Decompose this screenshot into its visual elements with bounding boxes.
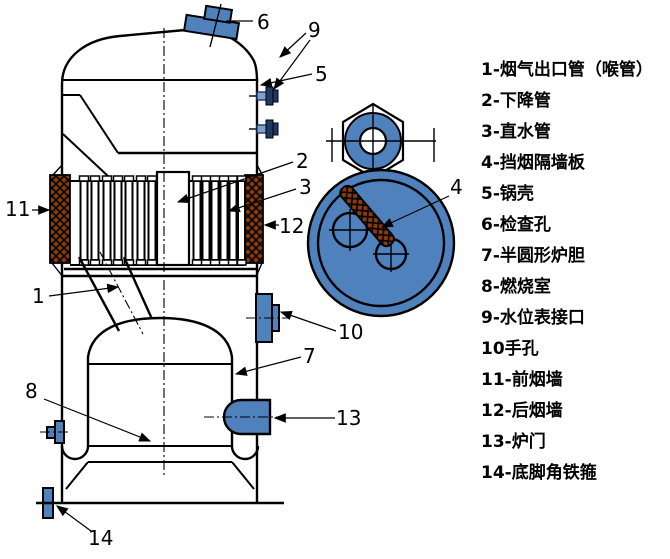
tube-hole-crosshair bbox=[329, 209, 371, 251]
cross-section-detail bbox=[306, 102, 456, 318]
gauge-flange bbox=[265, 119, 274, 139]
right-jacket-bend bbox=[230, 445, 260, 461]
water-tube bbox=[147, 180, 157, 261]
water-tube bbox=[219, 180, 229, 261]
legend-item: 1-烟气出口管（喉管） bbox=[481, 60, 653, 80]
callout-line-1 bbox=[48, 283, 120, 297]
legend-item: 9-水位表接口 bbox=[481, 308, 585, 328]
tube-bottom-caps bbox=[78, 259, 247, 266]
front-smoke-wall bbox=[49, 174, 71, 264]
rear-smoke-wall bbox=[244, 174, 264, 264]
nozzle-crosshair bbox=[326, 103, 436, 180]
flue-outlet-pipe bbox=[77, 256, 154, 332]
skirt-lines bbox=[65, 461, 255, 490]
legend: 1-烟气出口管（喉管） 2-下降管 3-直水管 4-挡烟隔墙板 5-锅壳 6-检… bbox=[481, 55, 653, 489]
callout-label-8: 8 bbox=[25, 379, 38, 403]
legend-item: 14-底脚角铁箍 bbox=[481, 463, 597, 483]
callout-line-2 bbox=[176, 161, 294, 203]
callout-line-3 bbox=[227, 188, 297, 213]
callout-label-12: 12 bbox=[279, 214, 304, 238]
inspection-hole bbox=[182, 3, 241, 48]
legend-item: 7-半圆形炉胆 bbox=[481, 246, 585, 266]
callout-label-3: 3 bbox=[299, 175, 312, 199]
smoke-baffle-plate bbox=[339, 184, 395, 248]
callout-line-14 bbox=[56, 505, 92, 532]
internal-flue-duct bbox=[62, 94, 119, 178]
callout-line-8 bbox=[43, 398, 152, 442]
legend-item: 8-燃烧室 bbox=[481, 277, 551, 297]
left-jacket-bend bbox=[60, 445, 90, 461]
callouts: 1 2 3 4 5 6 7 8 9 10 11 12 13 14 bbox=[5, 10, 463, 550]
water-tube bbox=[113, 180, 123, 261]
boiler-front-view bbox=[36, 3, 289, 519]
callout-label-6: 6 bbox=[257, 10, 270, 34]
water-tube bbox=[228, 180, 238, 261]
callout-label-1: 1 bbox=[32, 284, 45, 308]
water-tube bbox=[79, 180, 89, 261]
furnace-arch bbox=[86, 316, 234, 446]
legend-item: 3-直水管 bbox=[481, 122, 551, 142]
water-tube bbox=[124, 180, 134, 261]
legend-item: 10手孔 bbox=[481, 339, 539, 359]
tube-hole-left bbox=[329, 209, 371, 251]
callout-line-9b bbox=[273, 39, 311, 90]
water-gauge-connection-bottom bbox=[249, 119, 279, 139]
callout-line-10 bbox=[279, 310, 337, 332]
callout-label-14: 14 bbox=[88, 526, 113, 550]
legend-item: 11-前烟墙 bbox=[481, 370, 563, 390]
callout-line-4 bbox=[380, 195, 450, 228]
callout-label-5: 5 bbox=[315, 62, 328, 86]
callout-label-11: 11 bbox=[5, 197, 30, 221]
legend-item: 12-后烟墙 bbox=[481, 401, 563, 421]
gauge-cap bbox=[272, 89, 279, 103]
callout-label-4: 4 bbox=[450, 175, 463, 199]
callout-label-9: 9 bbox=[308, 18, 321, 42]
callout-line-7 bbox=[234, 356, 302, 376]
smoke-baffle-strip bbox=[339, 184, 395, 248]
header-taper-lines bbox=[51, 262, 263, 278]
callout-line-9a bbox=[279, 32, 307, 58]
downcomer-pipe bbox=[155, 170, 191, 267]
callout-label-2: 2 bbox=[296, 149, 309, 173]
water-tube bbox=[210, 180, 220, 261]
inspection-hole-centerline bbox=[209, 3, 222, 48]
water-tube bbox=[136, 180, 146, 261]
callout-line-5 bbox=[259, 73, 313, 88]
callout-label-10: 10 bbox=[338, 320, 363, 344]
legend-item: 4-挡烟隔墙板 bbox=[481, 153, 585, 173]
legend-item: 2-下降管 bbox=[481, 91, 551, 111]
callout-label-13: 13 bbox=[336, 406, 361, 430]
water-tube bbox=[192, 180, 202, 261]
gauge-bracket-lines bbox=[331, 128, 435, 162]
water-tube bbox=[90, 180, 100, 261]
legend-item: 5-锅壳 bbox=[481, 184, 534, 204]
legend-item: 13-炉门 bbox=[481, 432, 546, 452]
callout-label-7: 7 bbox=[303, 344, 316, 368]
water-tube bbox=[237, 180, 246, 261]
water-tube bbox=[102, 180, 112, 261]
gauge-cap bbox=[272, 122, 279, 136]
legend-item: 6-检查孔 bbox=[481, 215, 551, 235]
water-gauge-connection-top bbox=[249, 86, 279, 106]
pipe-centerline bbox=[99, 251, 144, 335]
gauge-flange bbox=[265, 86, 274, 106]
shell-section-inner-ring bbox=[316, 178, 446, 308]
